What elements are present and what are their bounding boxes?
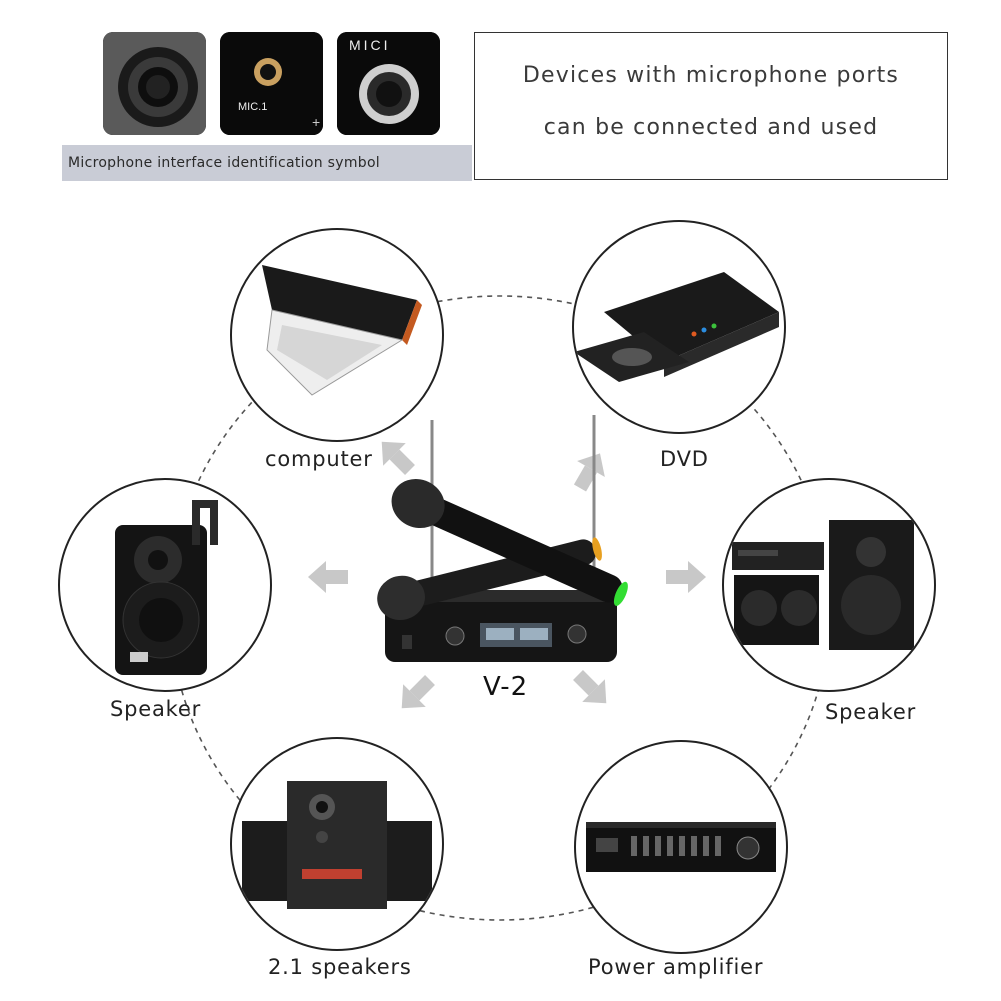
- svg-text:+: +: [312, 114, 320, 130]
- amplifier-circle: [574, 740, 788, 954]
- info-line-1: Devices with microphone ports: [522, 63, 900, 88]
- dvd-circle: [572, 220, 786, 434]
- info-line-2: can be connected and used: [543, 115, 879, 140]
- amplifier-label: Power amplifier: [588, 955, 764, 979]
- dvd-label: DVD: [660, 447, 709, 471]
- arrow-speaker-left-icon: [308, 561, 348, 593]
- info-box: Devices with microphone ports can be con…: [474, 32, 948, 180]
- speaker-left-label: Speaker: [110, 697, 202, 721]
- speakers-21-circle: [230, 737, 444, 951]
- computer-label: computer: [265, 447, 373, 471]
- model-label: V-2: [483, 672, 529, 702]
- mic-xlr-port-photo: MICI: [337, 32, 440, 135]
- speaker-right-circle: [722, 478, 936, 692]
- mic-interface-caption: Microphone interface identification symb…: [62, 145, 472, 181]
- arrow-21-speakers-icon: [401, 675, 435, 709]
- arrow-speaker-right-icon: [666, 561, 706, 593]
- arrow-computer-icon: [381, 441, 415, 475]
- speaker-left-circle: [58, 478, 272, 692]
- computer-circle: [230, 228, 444, 442]
- arrow-amplifier-icon: [573, 670, 607, 704]
- arrow-dvd-icon: [573, 453, 605, 492]
- jack-port-photo: [103, 32, 206, 135]
- mic1-port-label: MIC.1: [238, 101, 267, 113]
- wireless-mic-system: [377, 415, 628, 662]
- mic1-port-photo: MIC.1 +: [220, 32, 323, 135]
- speakers-21-label: 2.1 speakers: [268, 955, 412, 979]
- mic-xlr-port-label: MICI: [349, 37, 391, 53]
- speaker-right-label: Speaker: [825, 700, 917, 724]
